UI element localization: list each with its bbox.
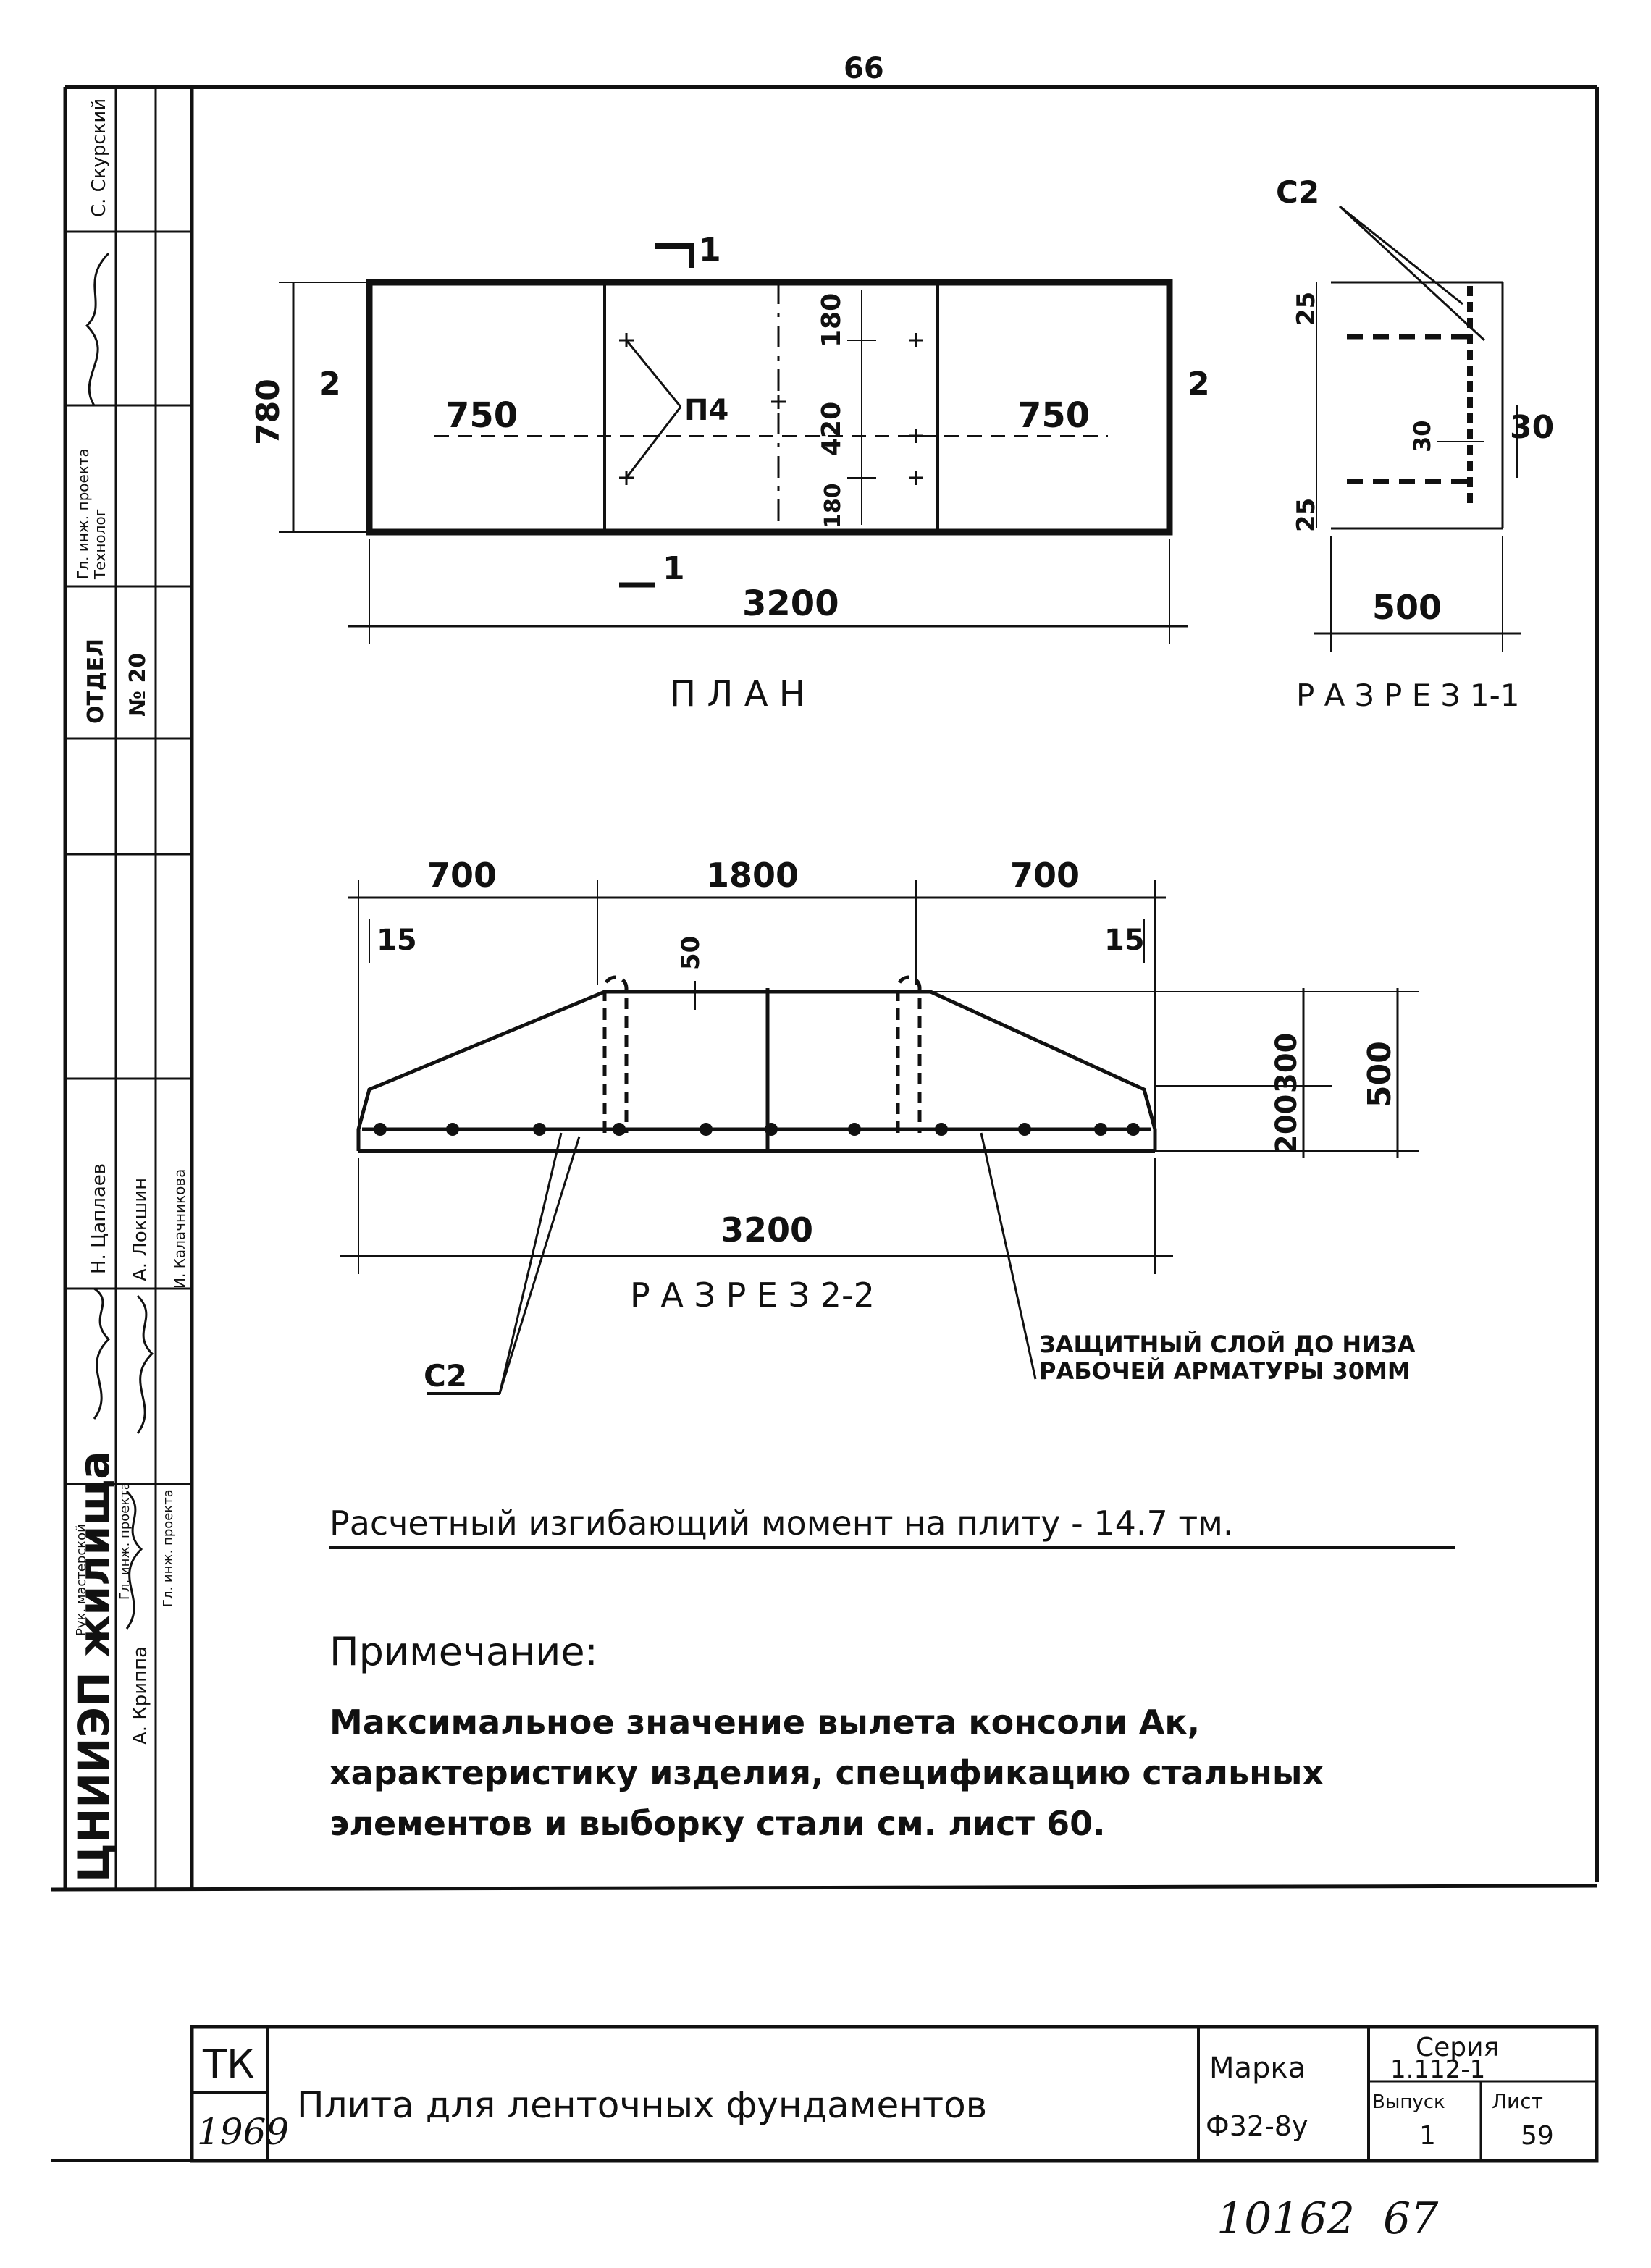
note-line2: характеристику изделия, спецификацию ста…: [329, 1753, 1324, 1792]
tb-seria-label: Серия: [1416, 2033, 1499, 2062]
stamp-name-3: И. Калачникова: [171, 1169, 188, 1289]
tb-vypusk: 1: [1419, 2121, 1436, 2151]
plan-dim-total: 3200: [742, 583, 839, 624]
stamp-col2-0: Гл. инж. проекта: [75, 448, 92, 579]
stamp-name-4: А. Криппа: [130, 1646, 151, 1745]
stamp-name-2: А. Локшин: [130, 1178, 151, 1281]
section22-dim-right: 700: [1010, 856, 1080, 895]
stamp-col2-1: Технолог: [91, 509, 109, 580]
section22-dim-bottom: 200: [1270, 1095, 1303, 1155]
tb-list-label: Лист: [1492, 2089, 1543, 2113]
plan-dim-mid: 420: [817, 402, 846, 456]
section22-dim-loop: 50: [676, 936, 705, 970]
section22-dim-edge-left: 15: [377, 924, 417, 957]
stamp-signature-4: [125, 1490, 143, 1630]
tb-title: Плита для ленточных фундаментов: [297, 2084, 987, 2126]
section22-dim-height: 500: [1361, 1041, 1398, 1108]
plan-dim-bot: 180: [820, 483, 846, 528]
section22-dim-mid: 1800: [706, 856, 799, 895]
section-1-1-view: [1314, 205, 1521, 652]
section22-dim-top: 300: [1270, 1033, 1303, 1094]
plan-section-mark-top: 1: [699, 232, 721, 269]
tb-year: 1969: [197, 2111, 289, 2153]
stamp-name-0: С. Скурский: [88, 98, 110, 217]
sheet-frame: [50, 85, 1599, 1892]
tb-marka-label: Марка: [1209, 2052, 1306, 2085]
plan-dim-width: 780: [250, 379, 287, 445]
section11-dim-side: 30: [1510, 409, 1554, 446]
stamp-name-1: Н. Цаплаев: [88, 1163, 110, 1274]
section11-dim-bot: 25: [1292, 498, 1321, 532]
section22-title: Р А З Р Е З 2-2: [630, 1276, 875, 1315]
archive-page: 67: [1383, 2193, 1439, 2244]
section11-dim-inner: 30: [1408, 420, 1436, 452]
section11-label: С2: [1276, 174, 1319, 210]
plan-title: П Л А Н: [670, 674, 805, 714]
stamp-dept-no: № 20: [125, 653, 151, 717]
stamp-signature-2: [93, 1287, 111, 1420]
tb-marka: Ф32-8у: [1206, 2110, 1308, 2142]
moment-text: Расчетный изгибающий момент на плиту - 1…: [329, 1504, 1233, 1543]
title-block: [51, 2025, 1599, 2163]
page-number-top: 66: [844, 52, 884, 85]
plan-view: [279, 243, 1188, 644]
note-line3: элементов и выборку стали см. лист 60.: [329, 1804, 1106, 1843]
stamp-org: ЦНИИЭП жилища: [70, 1451, 119, 1882]
stamp-col1-2: Гл. инж. проекта: [161, 1489, 176, 1607]
section22-dim-edge-right: 15: [1104, 924, 1145, 957]
section22-note-line2: РАБОЧЕЙ АРМАТУРЫ 30ММ: [1039, 1357, 1411, 1385]
plan-dim-right: 750: [1017, 395, 1090, 436]
tb-tk: ТК: [202, 2041, 254, 2087]
section11-title: Р А З Р Е З 1-1: [1296, 678, 1519, 713]
plan-section-mark-bottom: 1: [663, 550, 685, 587]
section22-dim-left: 700: [427, 856, 497, 895]
plan-loops-label: П4: [684, 394, 728, 427]
plan-dim-top: 180: [817, 293, 846, 347]
section22-dim-total: 3200: [721, 1210, 813, 1249]
note-heading: Примечание:: [329, 1629, 598, 1674]
tb-list: 59: [1521, 2121, 1554, 2151]
section22-note-line1: ЗАЩИТНЫЙ СЛОЙ ДО НИЗА: [1039, 1331, 1416, 1358]
tb-vypusk-label: Выпуск: [1372, 2091, 1445, 2113]
plan-dim-left: 750: [445, 395, 518, 436]
section-2-2-view: [340, 880, 1419, 1395]
stamp-signature-3: [136, 1294, 154, 1434]
stamp-dept-label: ОТДЕЛ: [83, 638, 109, 724]
section11-dim-top: 25: [1292, 292, 1321, 326]
archive-number: 10162: [1217, 2193, 1355, 2244]
stamp-col1-0: Рук. мастерской: [74, 1524, 89, 1636]
plan-mark-right: 2: [1188, 366, 1210, 402]
side-stamp: ЦНИИЭП жилища ОТДЕЛ № 20 Гл. инж. проект…: [65, 98, 192, 1882]
note-line1: Максимальное значение вылета консоли Ак,: [329, 1703, 1200, 1742]
stamp-signature-1: [85, 252, 110, 406]
section11-dim-width: 500: [1372, 588, 1442, 627]
tb-seria: 1.112-1: [1390, 2055, 1485, 2084]
plan-mark-left: 2: [319, 366, 341, 402]
section22-label: С2: [424, 1358, 467, 1394]
